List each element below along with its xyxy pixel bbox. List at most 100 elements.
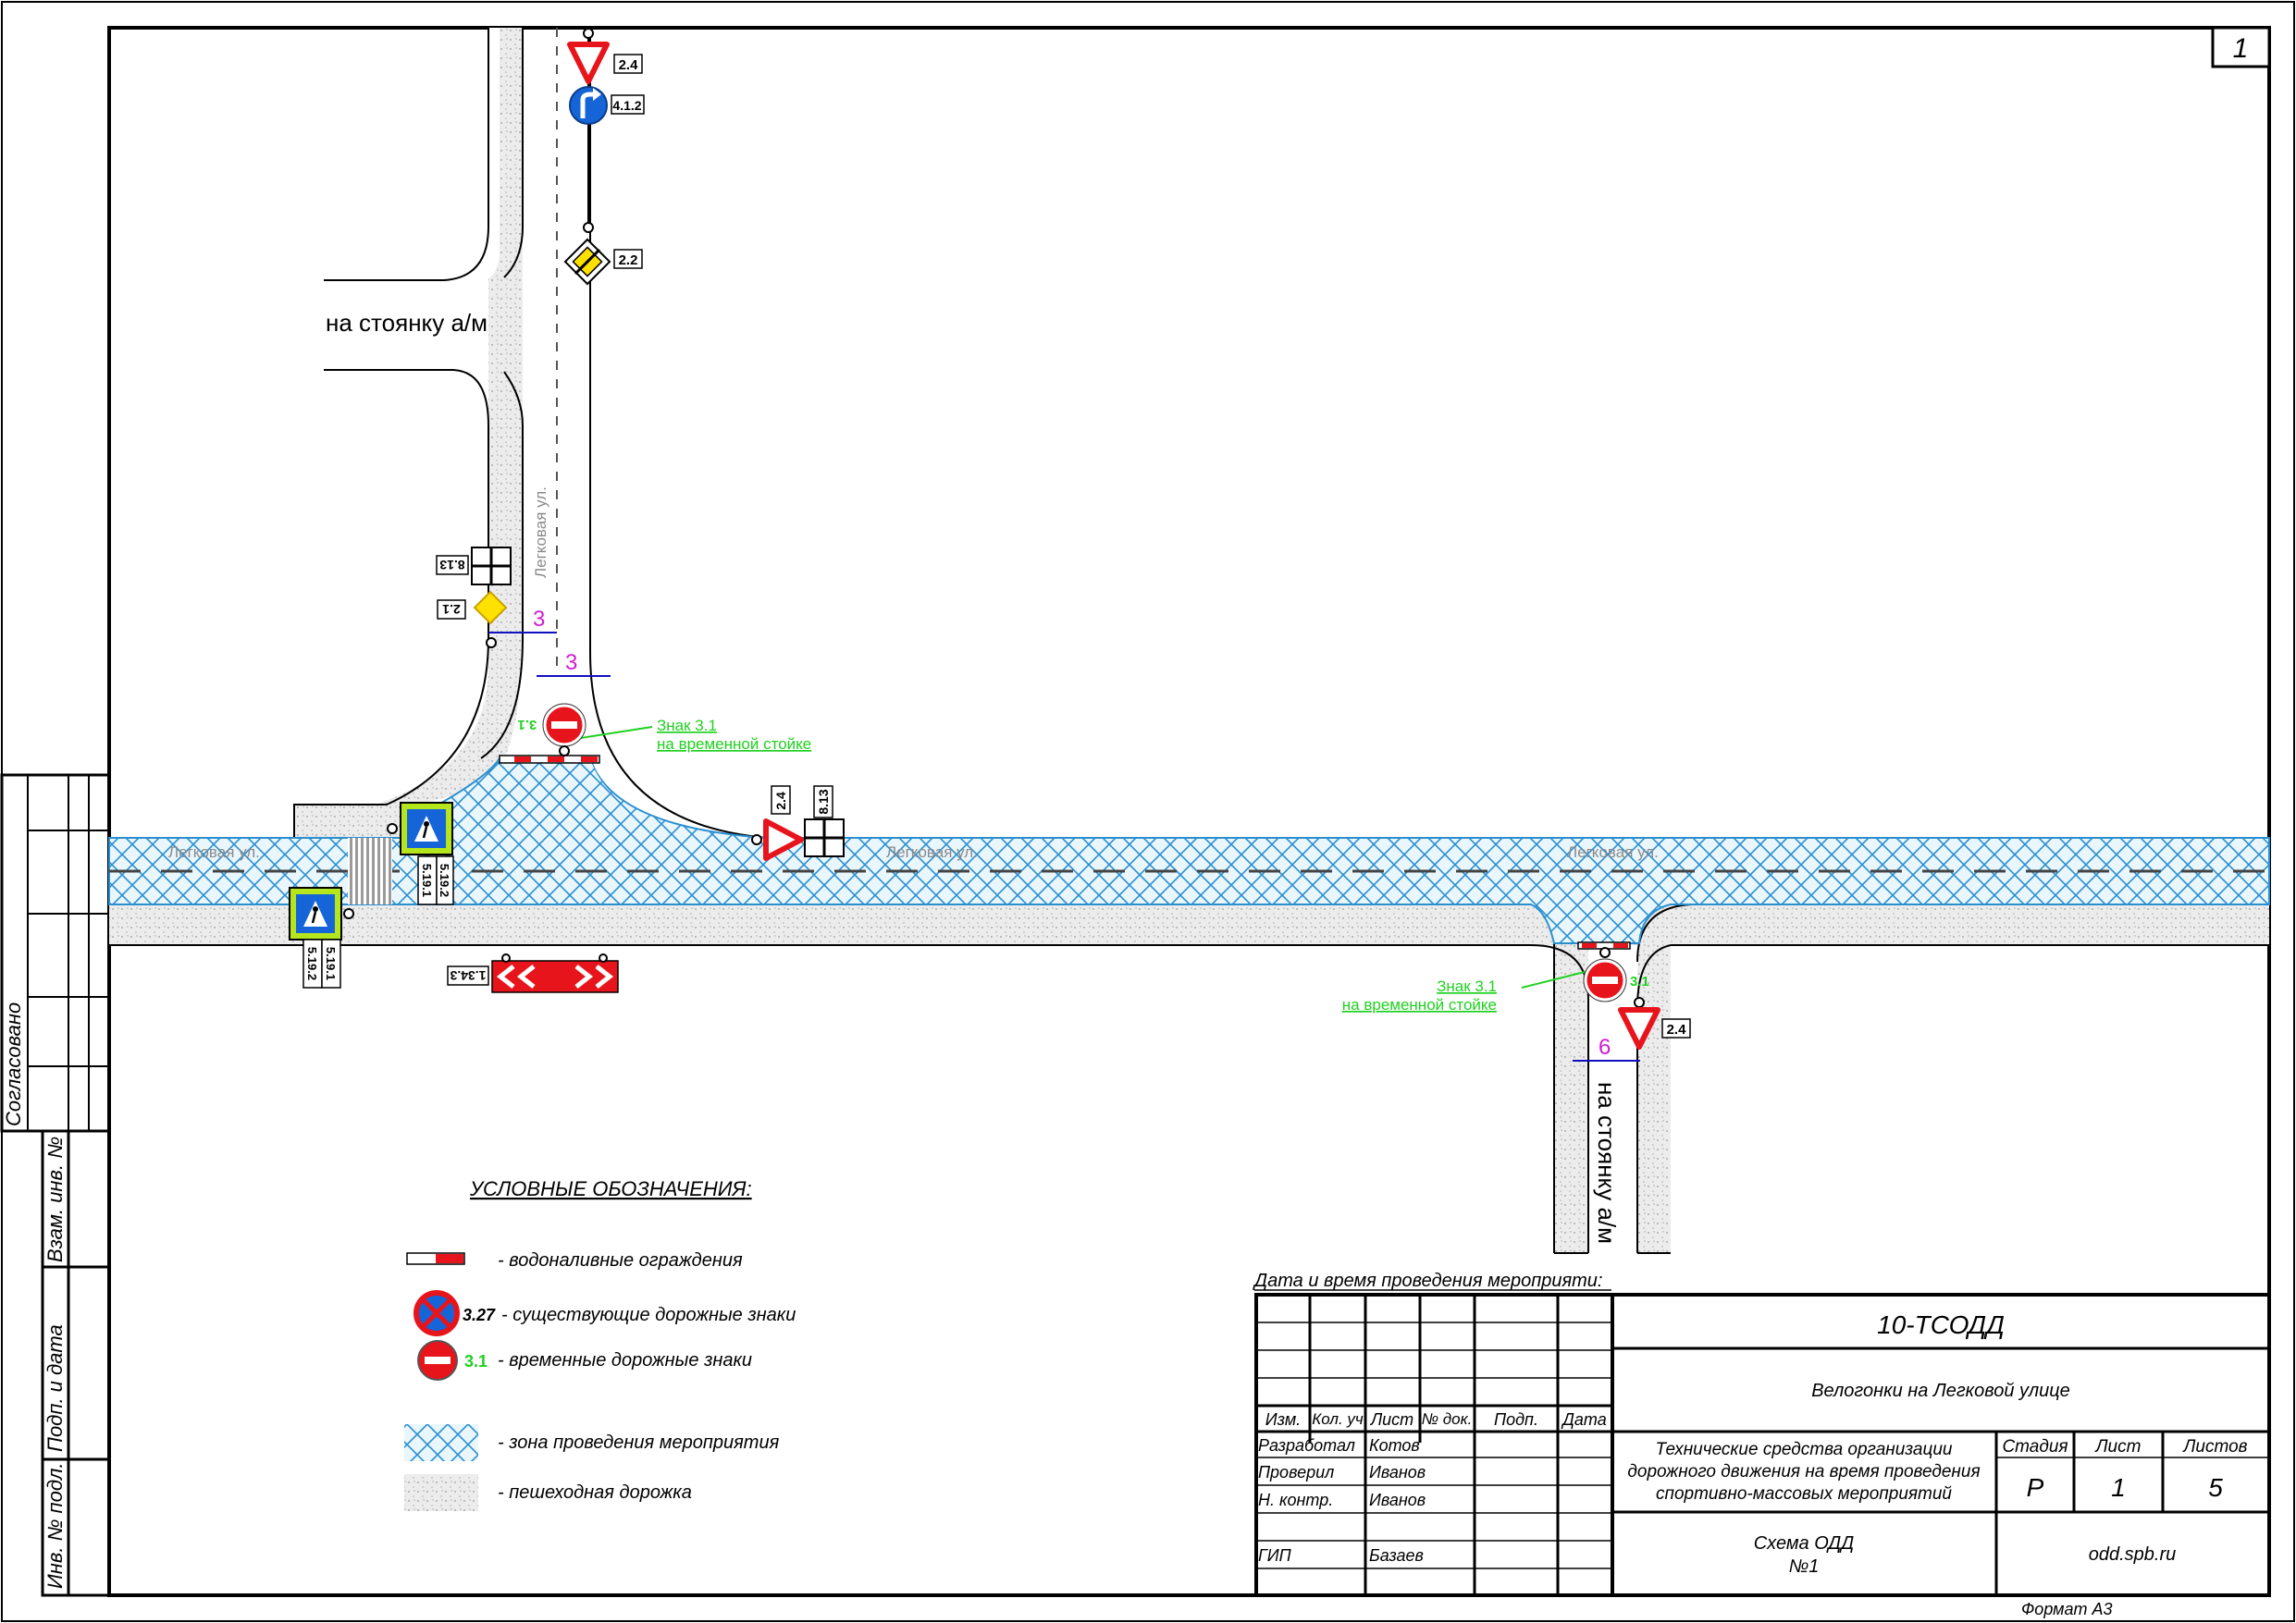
tb-name-gip: Базаев [1369, 1546, 1424, 1565]
street-main-left: Легковая ул. [168, 843, 260, 861]
sign-code-8-13-mid: 8.13 [816, 789, 831, 814]
tb-desc-3: спортивно-массовых мероприятий [1656, 1484, 1952, 1504]
tb-stage-header: Стадия [2002, 1437, 2068, 1457]
legend-existing-sign-icon [414, 1290, 460, 1336]
yield-sign-bottom-icon [1618, 1007, 1660, 1050]
tb-name-dev: Котов [1369, 1436, 1420, 1455]
dimension-1-label: 3 [533, 607, 545, 632]
sign-code-2-2: 2.2 [619, 252, 638, 268]
event-zone [108, 757, 2270, 944]
note-bottom-line2: на временной стойке [1342, 996, 1497, 1014]
legend-zone-text: - зона проведения мероприятия [498, 1432, 780, 1453]
tb-desc-1: Технические средства организации [1656, 1440, 1953, 1459]
legend-existing-text: - существующие дорожные знаки [501, 1305, 796, 1325]
tb-stage: Р [2027, 1473, 2044, 1502]
sign-code-5-19-1-b: 5.19.1 [324, 947, 338, 980]
tb-col-sign: Подп. [1494, 1410, 1538, 1429]
tb-role-chk: Проверил [1258, 1463, 1334, 1482]
legend-sidewalk-swatch [404, 1474, 478, 1511]
no-entry-sign-top-icon [542, 703, 586, 747]
legend-barrier-swatch [406, 1252, 465, 1265]
sign-code-3-1-bottom: 3.1 [1630, 974, 1649, 990]
dimension-2-label: 3 [565, 650, 577, 675]
legend-zone-swatch [404, 1424, 478, 1461]
tb-col-date: Дата [1561, 1410, 1607, 1429]
sign-code-2-1: 2.1 [442, 602, 461, 617]
tb-desc-2: дорожного движения на время проведения [1627, 1462, 1980, 1482]
tb-role-dev: Разработал [1258, 1436, 1355, 1455]
side-agreed: Согласовано [2, 1002, 25, 1126]
legend-temporary-text: - временные дорожные знаки [498, 1350, 752, 1371]
tb-scheme-1: Схема ОДД [1754, 1533, 1855, 1554]
tb-col-list: Лист [1370, 1410, 1413, 1429]
sheet-format: Формат А3 [2021, 1600, 2113, 1618]
tb-date-caption: Дата и время проведения мероприяти: [1253, 1271, 1602, 1291]
sign-code-1-34-3: 1.34.3 [450, 968, 486, 983]
tb-sheet: 1 [2111, 1473, 2126, 1502]
no-entry-sign-bottom-icon [1583, 958, 1627, 1002]
sign-code-2-4-top: 2.4 [619, 57, 639, 73]
sign-code-5-19-2-bottom: 5.19.2 [305, 947, 319, 980]
sign-code-2-4-bottom: 2.4 [1667, 1022, 1687, 1038]
side-sign-date: Подп. и дата [43, 1324, 67, 1452]
legend-sidewalk-text: - пешеходная дорожка [498, 1482, 692, 1503]
tb-sheet-header: Лист [2094, 1437, 2142, 1457]
main-road-sign-icon [473, 590, 508, 625]
dimension-3-label: 6 [1599, 1035, 1611, 1060]
side-swap-inv: Взам. инв. № [43, 1137, 67, 1262]
sign-code-4-1-2: 4.1.2 [612, 98, 641, 113]
tb-col-doc: № док. [1422, 1410, 1473, 1428]
tb-col-kol: Кол. уч [1312, 1410, 1364, 1428]
end-of-main-road-sign-icon [563, 238, 611, 286]
tb-code: 10-ТСОДД [1877, 1310, 2005, 1339]
direction-of-main-road-plate-icon [471, 547, 512, 585]
street-vertical: Легковая ул. [532, 486, 549, 578]
tb-col-izm: Изм. [1265, 1410, 1301, 1429]
note-top-line2: на временной стойке [657, 735, 811, 753]
tb-event: Велогонки на Легковой улице [1811, 1381, 2070, 1401]
side-inv-orig: Инв. № подл. [43, 1462, 67, 1589]
yield-sign-icon [567, 42, 610, 84]
pedestrian-crossing [348, 838, 392, 904]
tb-role-gip: ГИП [1258, 1546, 1292, 1565]
tb-site: odd.spb.ru [2089, 1544, 2177, 1565]
note-top-leader [568, 726, 653, 741]
legend-existing-code: 3.27 [463, 1306, 496, 1324]
sign-code-8-13-left: 8.13 [439, 558, 464, 572]
sidewalks [109, 28, 2269, 1253]
turn-direction-sign-icon [491, 960, 619, 993]
sheet-number: 1 [2233, 33, 2249, 64]
pedestrian-crossing-sign-top-icon [400, 802, 453, 855]
note-bottom-leader [1521, 968, 1597, 989]
street-main-right: Легковая ул. [1567, 843, 1659, 861]
sign-code-5-19-2-top: 5.19.2 [438, 864, 451, 897]
tb-name-nctl: Иванов [1369, 1491, 1426, 1509]
legend-title: УСЛОВНЫЕ ОБОЗНАЧЕНИЯ: [469, 1177, 752, 1200]
title-block [1254, 1293, 2271, 1597]
note-bottom-line1: Знак 3.1 [1437, 977, 1497, 995]
parking-direction-left: на стоянку а/м [326, 309, 488, 337]
tb-name-chk: Иванов [1369, 1463, 1426, 1482]
pedestrian-crossing-sign-bottom-icon [289, 887, 342, 941]
curbs [109, 28, 2269, 1254]
water-barrier-top [499, 755, 600, 764]
legend-barrier-text: - водоналивные ограждения [498, 1250, 743, 1271]
parking-direction-bottom: на стоянку а/м [1593, 1082, 1621, 1244]
yield-sign-mid-icon [763, 818, 804, 861]
tb-scheme-2: №1 [1789, 1556, 1820, 1577]
street-main-mid: Легковая ул. [886, 843, 978, 861]
sign-code-5-19-1: 5.19.1 [420, 864, 434, 897]
note-top-line1: Знак 3.1 [657, 717, 717, 734]
turn-right-sign-icon [569, 86, 608, 125]
legend-temporary-code: 3.1 [464, 1352, 488, 1371]
direction-plate-mid-icon [804, 818, 845, 857]
sign-code-3-1-top: 3.1 [518, 717, 537, 732]
sign-code-2-4-mid: 2.4 [773, 792, 788, 810]
tb-sheets-header: Листов [2181, 1437, 2247, 1457]
legend-temporary-sign-icon [417, 1340, 458, 1381]
tb-role-nctl: Н. контр. [1258, 1491, 1333, 1509]
tb-sheets: 5 [2208, 1473, 2223, 1502]
side-stamp [0, 773, 111, 1597]
